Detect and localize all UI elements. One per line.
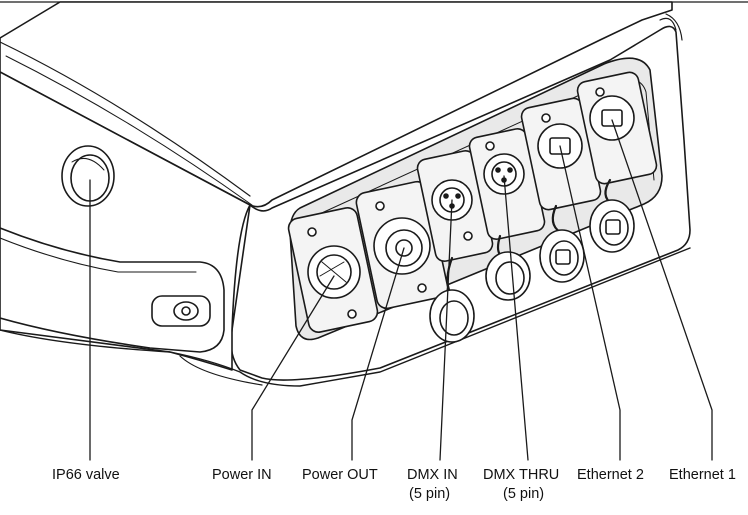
leader-dmx-in bbox=[439, 199, 453, 461]
label-ip66-text: IP66 valve bbox=[52, 467, 120, 483]
label-dmx-thru: DMX THRU (5 pin) bbox=[483, 466, 559, 504]
label-dmx-thru-text: DMX THRU bbox=[483, 467, 560, 483]
label-power-in: Power IN bbox=[212, 466, 272, 485]
label-power-in-text: Power IN bbox=[212, 467, 272, 483]
power-in-connector bbox=[287, 207, 379, 333]
label-ethernet-2: Ethernet 2 bbox=[577, 466, 644, 485]
ethernet-2-connector bbox=[520, 97, 602, 211]
label-dmx-in-sub: (5 pin) bbox=[409, 486, 451, 502]
ethernet-1-connector bbox=[576, 71, 658, 185]
label-dmx-thru-sub: (5 pin) bbox=[503, 486, 545, 502]
leader-power-in bbox=[251, 275, 335, 461]
label-ethernet-2-text: Ethernet 2 bbox=[577, 467, 644, 483]
leader-lines bbox=[89, 119, 713, 461]
leader-ethernet-1 bbox=[611, 119, 713, 461]
label-dmx-in-text: DMX IN bbox=[407, 467, 458, 483]
power-out-connector bbox=[355, 180, 449, 310]
label-ethernet-1-text: Ethernet 1 bbox=[669, 467, 736, 483]
ip66-valve bbox=[61, 145, 115, 207]
label-ip66-valve: IP66 valve bbox=[52, 466, 120, 485]
leader-ethernet-2 bbox=[559, 145, 621, 461]
label-dmx-in: DMX IN (5 pin) bbox=[407, 466, 458, 504]
label-power-out-text: Power OUT bbox=[302, 467, 378, 483]
leader-dmx-thru bbox=[503, 175, 529, 461]
label-ethernet-1: Ethernet 1 bbox=[669, 466, 736, 485]
leader-power-out bbox=[351, 247, 405, 461]
label-power-out: Power OUT bbox=[302, 466, 378, 485]
dmx-thru-connector bbox=[468, 127, 546, 241]
